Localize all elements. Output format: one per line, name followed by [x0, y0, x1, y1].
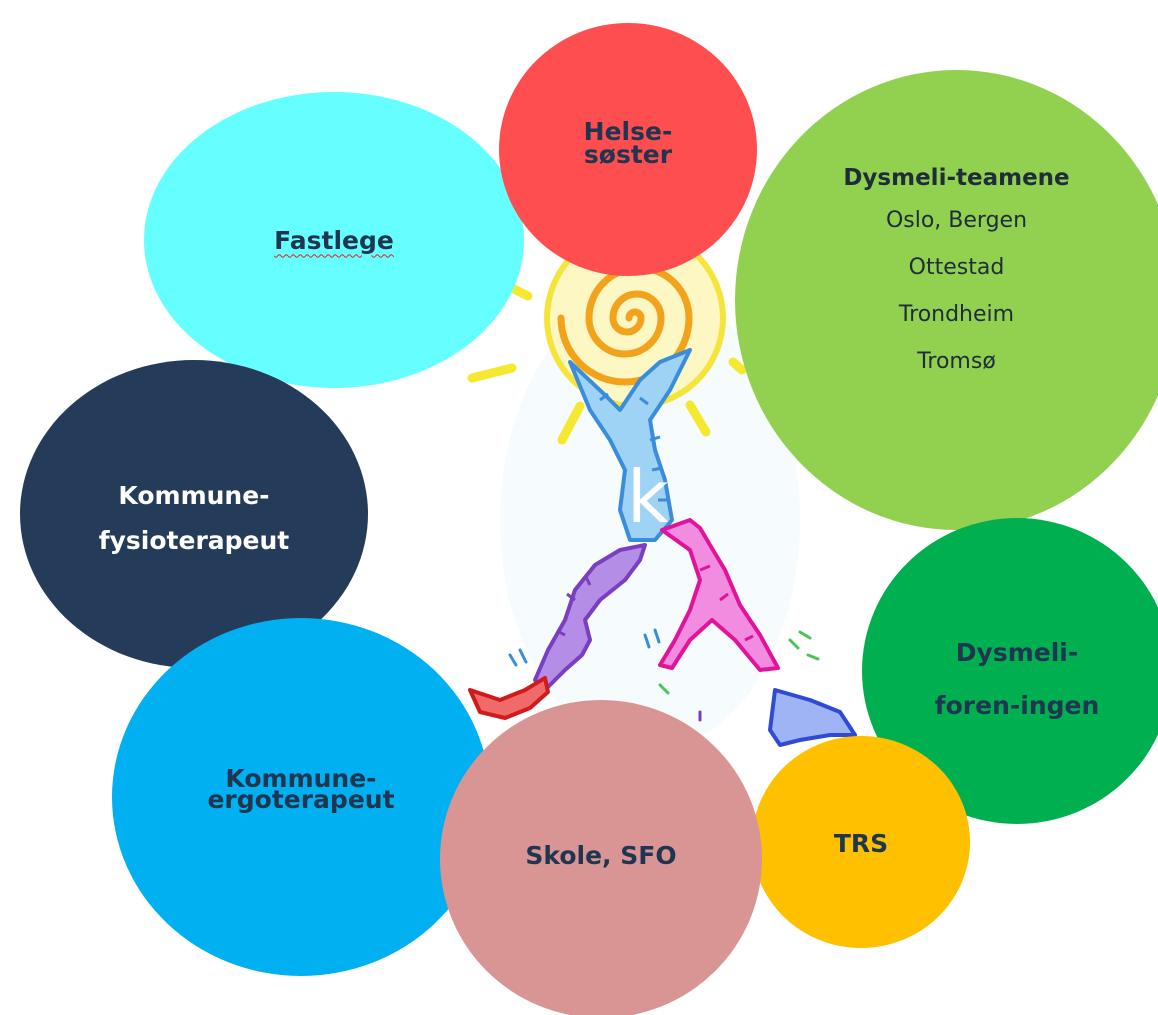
fastlege-label: Fastlege [274, 225, 394, 255]
fysioterapeut-label-line1: Kommune- [118, 481, 270, 510]
fysioterapeut-bubble: Kommune- fysioterapeut [20, 360, 368, 668]
dysmeli-place: Oslo, Bergen [885, 207, 1028, 233]
blue-figure-icon [568, 348, 692, 542]
fastlege-bubble: Fastlege [144, 92, 524, 388]
dysmeli-place: Trondheim [898, 301, 1015, 327]
helsesoster-bubble: Helse- søster [499, 23, 757, 276]
dysmeliforeningen-label-line2: foren-ingen [934, 691, 1100, 720]
lower-blue-figure-icon [768, 688, 857, 747]
ergoterapeut-label-line2: ergoterapeut [207, 785, 395, 814]
skole-bubble: Skole, SFO [440, 700, 762, 1015]
skole-label: Skole, SFO [525, 840, 677, 870]
pink-figure-icon [658, 518, 780, 672]
ergoterapeut-bubble: Kommune- ergoterapeut [112, 618, 490, 976]
trs-label: TRS [833, 828, 889, 858]
dysmeli-place: Tromsø [917, 348, 996, 374]
fysioterapeut-label-line2: fysioterapeut [98, 526, 290, 555]
center-letter: k [627, 455, 669, 539]
red-figure-icon [468, 676, 550, 720]
dysmeli-teamene-bubble: Dysmeli-teamene Oslo, Bergen Ottestad Tr… [735, 70, 1158, 530]
helsesoster-label-line2: søster [583, 139, 673, 169]
dysmeli-place: Ottestad [908, 254, 1005, 280]
sun-rays [467, 283, 747, 445]
helsesoster-label-line1: Helse- [583, 116, 673, 146]
trs-bubble: TRS [752, 736, 970, 948]
dysmeli-teamene-label: Dysmeli-teamene [843, 164, 1070, 191]
motion-marks [508, 628, 820, 722]
ergoterapeut-label-line1: Kommune- [225, 764, 377, 793]
dysmeliforeningen-label-line1: Dysmeli- [955, 638, 1079, 667]
purple-figure-icon [533, 543, 647, 692]
